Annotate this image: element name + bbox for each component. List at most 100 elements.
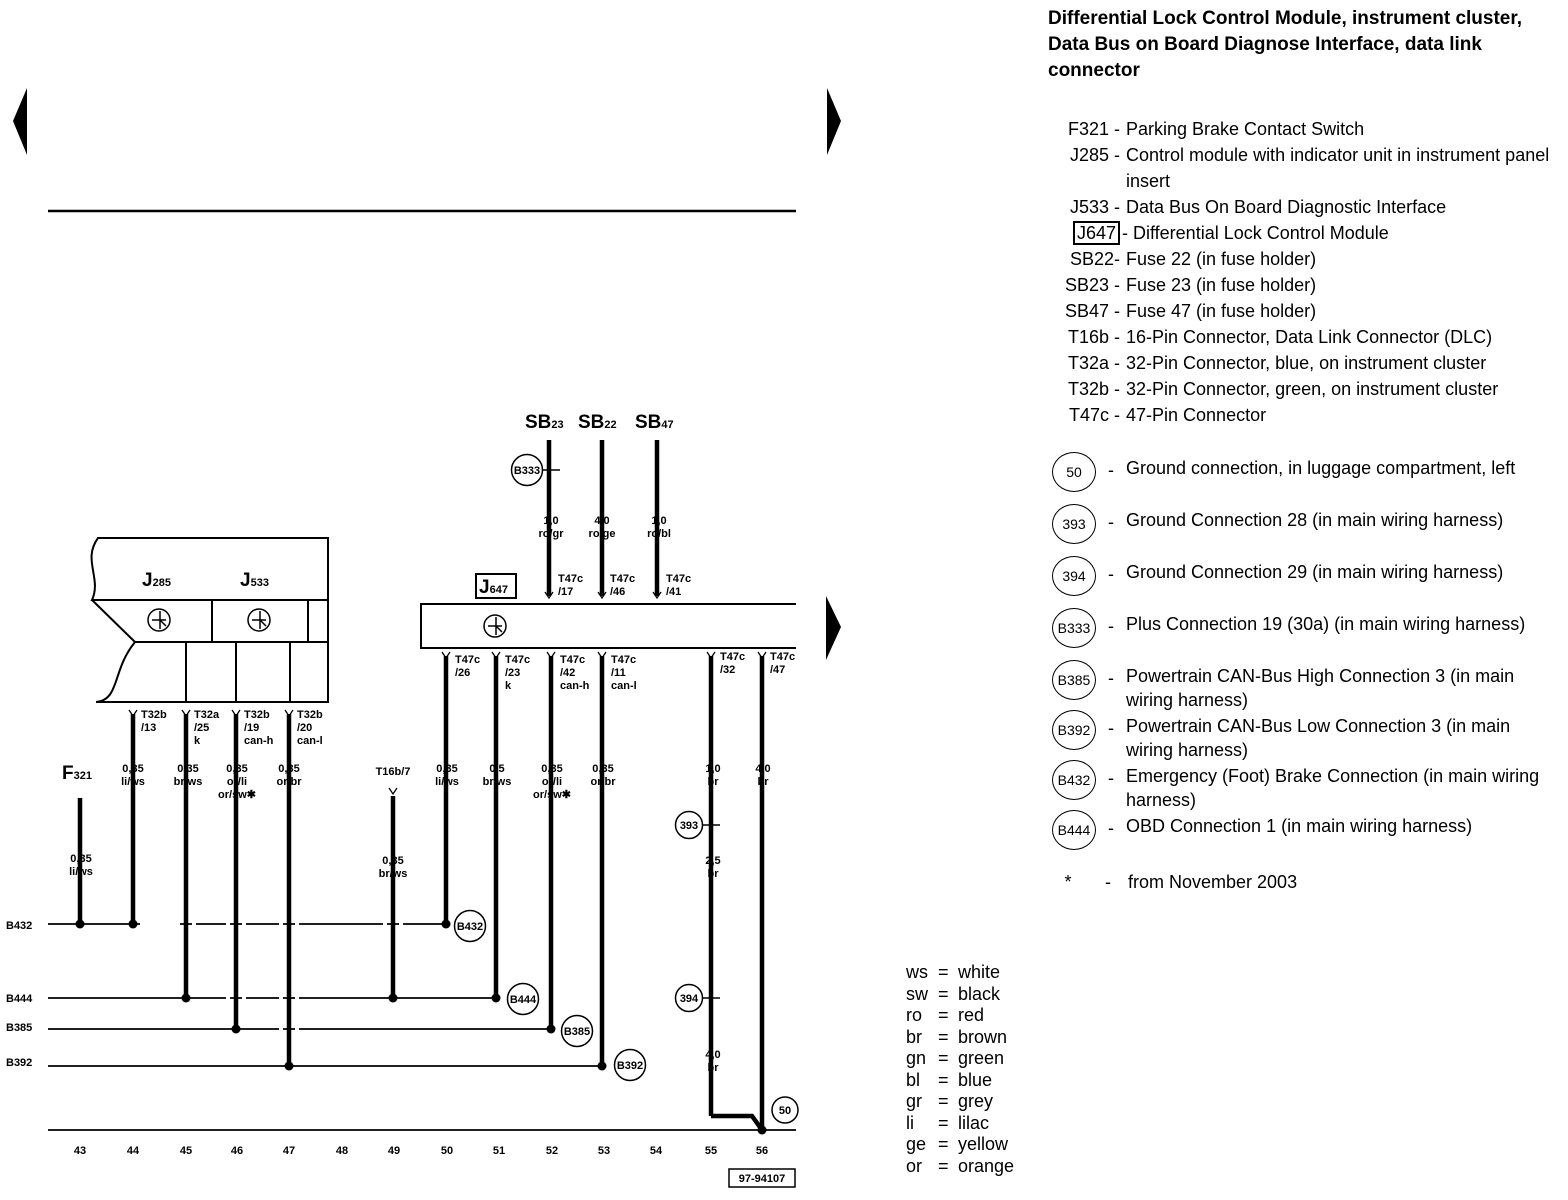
column-number: 49: [388, 1145, 400, 1157]
color-abbreviation: ws: [906, 962, 928, 982]
color-code-row: li=lilac: [906, 1113, 1014, 1135]
page-back-arrow-icon[interactable]: [13, 88, 27, 155]
color-equals: =: [938, 1026, 949, 1047]
component-code: SB23 -: [1064, 275, 1120, 295]
component-legend-row: J647- Differential Lock Control Module: [1048, 220, 1558, 246]
connection-dash: -: [1108, 668, 1114, 688]
column-number: 52: [546, 1145, 558, 1157]
wire-spec-label: br/ws: [483, 776, 512, 788]
wire-lines: [77, 440, 765, 1132]
connector-pin-label: /32: [720, 664, 735, 676]
component-description: 47-Pin Connector: [1126, 405, 1267, 425]
bus-label-b392: B392: [6, 1057, 32, 1069]
connector-pin-label: /26: [455, 667, 470, 679]
color-equals: =: [938, 1091, 949, 1111]
control-unit-icon: [147, 608, 507, 638]
column-number: 50: [441, 1145, 453, 1157]
connector-pin-label: T32b: [141, 709, 167, 721]
column-number: 55: [705, 1145, 717, 1157]
color-abbreviation: br: [906, 1026, 923, 1047]
connector-pin-label: T47c: [770, 651, 795, 663]
bus-label-b432: B432: [6, 920, 32, 932]
legend-title: Differential Lock Control Module, instru…: [1048, 8, 1522, 81]
connection-circle-icon: B385: [1052, 660, 1096, 700]
connection-circle-icon: B392: [1052, 710, 1096, 750]
connection-description: Powertrain CAN-Bus Low Connection 3 (in …: [1126, 716, 1511, 760]
connector-pin-label: /47: [770, 664, 785, 676]
connection-legend-row: 394-Ground Connection 29 (in main wiring…: [1048, 556, 1558, 596]
color-name: yellow: [958, 1134, 1009, 1154]
color-name: red: [958, 1005, 985, 1025]
wiring-diagram: J285 J533 J647 F321 SB23 SB22 SB47: [6, 88, 841, 1188]
component-code: T16b -: [1067, 327, 1120, 347]
wire-spec-label: or/sw✱: [533, 789, 571, 801]
color-name: green: [958, 1048, 1005, 1068]
color-code-row: sw=black: [906, 984, 1014, 1006]
connection-circle-icon: B333: [1052, 608, 1096, 648]
connection-dash: -: [1108, 564, 1114, 584]
connector-pin-label: T47c: [720, 651, 745, 663]
footnote-symbol: *: [1064, 872, 1072, 892]
footnote-dash: -: [1105, 872, 1111, 892]
connection-description: Plus Connection 19 (30a) (in main wiring…: [1126, 614, 1526, 634]
component-legend-row: F321 - Parking Brake Contact Switch: [1048, 116, 1558, 142]
color-code-row: gn=green: [906, 1048, 1014, 1070]
column-number: 56: [756, 1145, 768, 1157]
connector-pin-label: /41: [666, 586, 681, 598]
wire-spec-label: 1,0: [705, 763, 720, 775]
connector-pin-label: T47c: [666, 573, 691, 585]
column-number: 46: [231, 1145, 243, 1157]
component-legend-row: SB23 -Fuse 23 (in fuse holder): [1048, 272, 1558, 298]
connector-pin-label: T47c: [558, 573, 583, 585]
component-description: Data Bus On Board Diagnostic Interface: [1126, 197, 1447, 217]
connection-dash: -: [1108, 460, 1114, 480]
connection-circle-icon: 393: [1052, 504, 1096, 544]
j285-label: J285: [142, 570, 171, 591]
color-equals: =: [938, 983, 949, 1004]
component-description: Fuse 22 (in fuse holder): [1126, 249, 1317, 269]
connection-description: Ground Connection 28 (in main wiring har…: [1126, 510, 1504, 530]
connection-dash: -: [1108, 512, 1114, 532]
color-abbreviation: gn: [906, 1048, 927, 1068]
wire-spec-label: or/br: [276, 776, 302, 788]
column-number: 43: [74, 1145, 86, 1157]
wire-spec-label: 2,5: [705, 855, 720, 867]
fuse-sb23-label: SB23: [525, 412, 564, 433]
component-description: Control module with indicator unit in in…: [1126, 145, 1550, 191]
circle-label-b333: B333: [514, 465, 540, 477]
wire-spec-label: 0,35: [541, 763, 562, 775]
color-name: orange: [958, 1155, 1015, 1176]
wire-spec-label: 0,35: [70, 853, 91, 865]
wire-spec-label: br: [708, 1062, 720, 1074]
connector-pin-label: can-h: [244, 735, 274, 747]
wire-spec-label: or/sw✱: [218, 789, 256, 801]
wire-spec-label: 4,0: [755, 763, 770, 775]
column-number: 51: [493, 1145, 505, 1157]
component-description: Fuse 47 (in fuse holder): [1126, 301, 1317, 321]
connection-description: Powertrain CAN-Bus High Connection 3 (in…: [1126, 666, 1515, 710]
color-code-row: or=orange: [906, 1156, 1014, 1178]
color-code-row: ge=yellow: [906, 1134, 1014, 1156]
component-code: F321 -: [1067, 119, 1120, 139]
wire-spec-label: 0,35: [226, 763, 247, 775]
color-abbreviation: ge: [906, 1134, 927, 1154]
connector-pin-label: k: [194, 735, 201, 747]
connector-pin-label: T47c: [611, 654, 636, 666]
component-description: Parking Brake Contact Switch: [1126, 119, 1365, 139]
footnote: * - from November 2003: [1048, 872, 1297, 893]
color-equals: =: [938, 1005, 949, 1025]
color-name: white: [958, 962, 1001, 982]
component-description: - Differential Lock Control Module: [1122, 223, 1389, 243]
continue-right-arrow-icon[interactable]: [826, 596, 841, 660]
connection-legend-row: B385-Powertrain CAN-Bus High Connection …: [1048, 660, 1558, 712]
component-code: J285 -: [1069, 145, 1120, 165]
wire-spec-label: br: [708, 776, 720, 788]
component-code: SB22-: [1069, 249, 1120, 269]
wire-spec-label: 0,35: [122, 763, 143, 775]
connection-description: Ground Connection 29 (in main wiring har…: [1126, 562, 1504, 582]
page-forward-arrow-icon[interactable]: [827, 88, 841, 155]
wire-spec-label: ro/ge: [589, 528, 616, 540]
connection-dash: -: [1108, 616, 1114, 636]
wire-spec-label: or/li: [227, 776, 247, 788]
